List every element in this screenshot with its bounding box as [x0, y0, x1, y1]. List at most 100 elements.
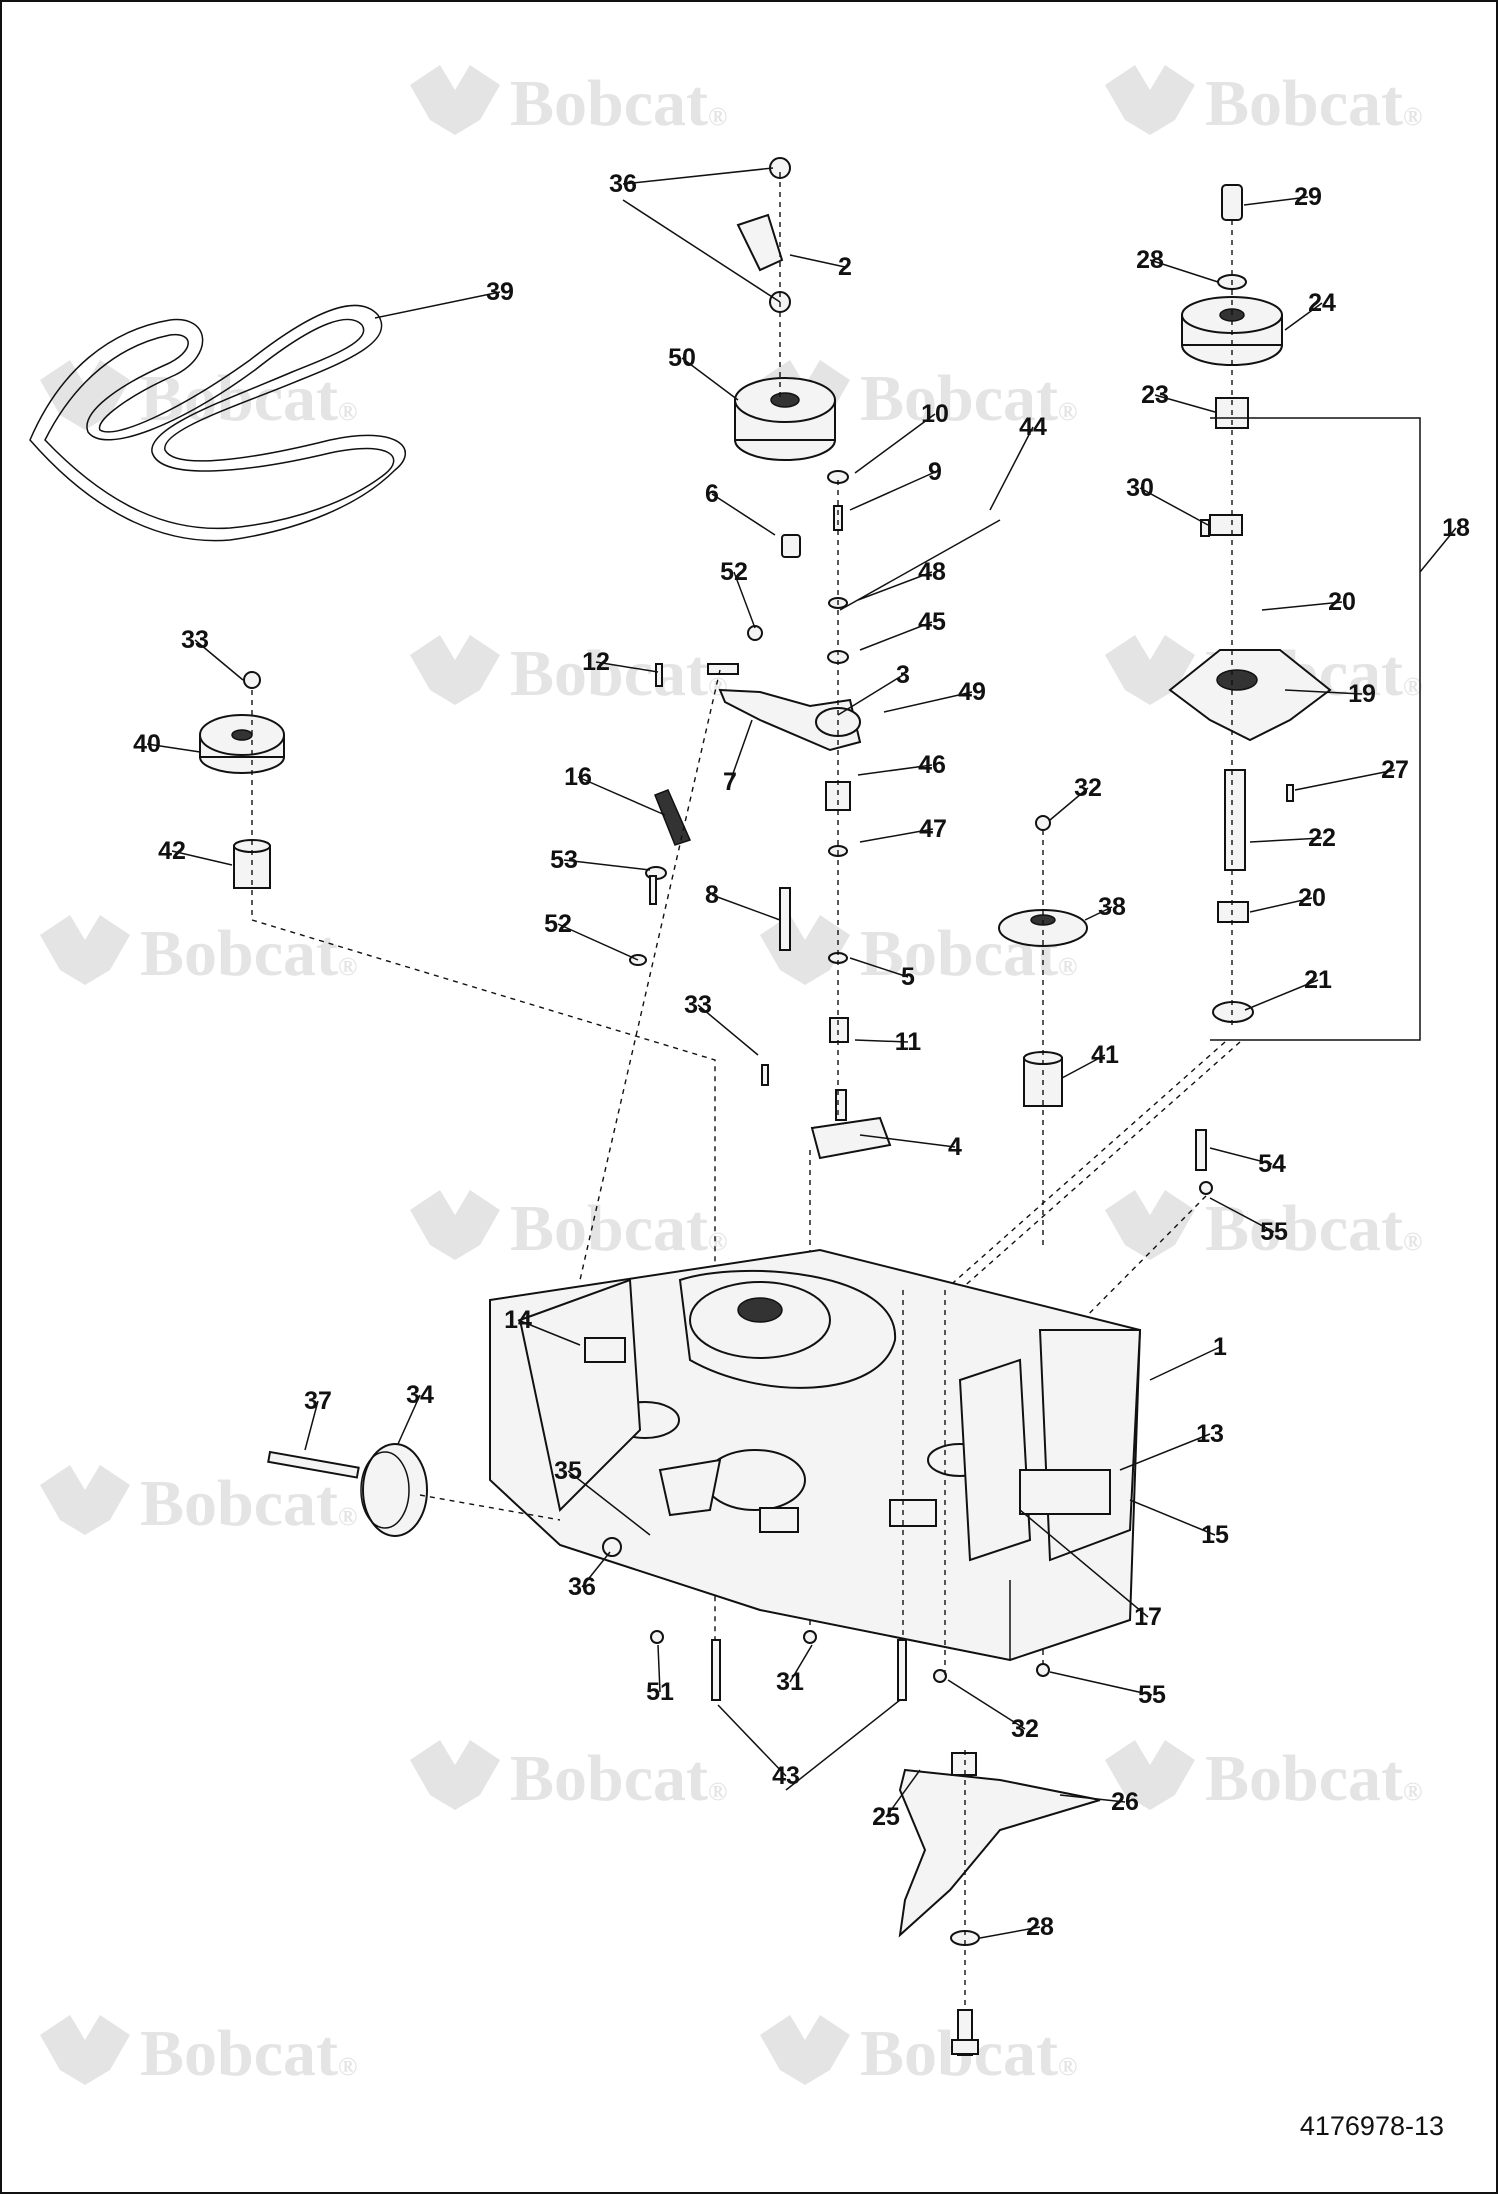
drive-belt: [29, 304, 406, 542]
callout-leader-line: [1149, 1346, 1221, 1381]
callout-leader-line: [789, 1644, 813, 1683]
callout-leader-line: [194, 639, 244, 681]
callout-leader-line: [717, 1704, 787, 1777]
blade-assembly: [898, 1750, 1101, 2056]
callout-leader-line: [1019, 1509, 1149, 1618]
callout-leader-line: [711, 894, 781, 921]
mower-deck: [489, 1248, 1142, 1662]
callout-label: 3: [896, 661, 910, 689]
bobcat-logo-icon: [40, 915, 130, 985]
callout-leader-line: [1049, 787, 1089, 821]
callout-leader-line: [1059, 1794, 1126, 1803]
bobcat-logo-icon: [410, 65, 500, 135]
left-idler-stack: [199, 671, 716, 1640]
callout-label: 36: [568, 1573, 596, 1601]
callout-leader-line: [837, 674, 904, 716]
callout-leader-line: [1149, 259, 1219, 283]
callout-label: 7: [723, 768, 737, 796]
callout-leader-line: [1243, 196, 1309, 206]
watermark-text: Bobcat®: [510, 1742, 727, 1815]
callout-label: 37: [304, 1387, 332, 1415]
callout-label: 33: [181, 626, 209, 654]
callout-label: 1: [1213, 1333, 1227, 1361]
callout-label: 44: [1019, 413, 1047, 441]
callout-label: 42: [158, 837, 186, 865]
callout-label: 14: [504, 1306, 532, 1334]
callout-leader-line: [1419, 527, 1457, 573]
callout-leader-line: [1209, 1197, 1275, 1233]
callout-leader-line: [885, 1769, 921, 1818]
callout-leader-line: [859, 828, 934, 843]
callout-leader-line: [1249, 837, 1323, 843]
callout-label: 33: [684, 991, 712, 1019]
bobcat-watermarks: Bobcat® Bobcat® Bobcat® Bobcat® Bobcat® Bobca…: [40, 65, 1422, 2090]
callout-label: 35: [554, 1457, 582, 1485]
callout-leader-line: [374, 291, 501, 319]
callout-leader-line: [947, 1679, 1026, 1730]
callout-leader-line: [733, 571, 756, 629]
bobcat-logo-icon: [760, 915, 850, 985]
watermark-text: Bobcat®: [140, 917, 357, 990]
callout-label: 53: [550, 846, 578, 874]
callout-label: 10: [921, 400, 949, 428]
callout-leader-line: [839, 519, 1001, 611]
callout-label: 20: [1298, 884, 1326, 912]
callout-label: 29: [1294, 183, 1322, 211]
callout-leader-line: [622, 167, 774, 185]
callout-leader-line: [711, 493, 776, 536]
watermark-text: Bobcat®: [140, 2017, 357, 2090]
callout-leader-line: [1209, 1147, 1273, 1165]
callout-label: 16: [564, 763, 592, 791]
callout-label: 40: [133, 730, 161, 758]
bobcat-logo-icon: [410, 1740, 500, 1810]
callout-leader-line: [697, 1004, 759, 1056]
callout-label: 18: [1442, 514, 1470, 542]
callout-label: 45: [918, 608, 946, 636]
callout-label: 52: [720, 558, 748, 586]
callout-leader-line: [1284, 689, 1363, 695]
callout-leader-line: [1049, 1671, 1153, 1696]
callout-label: 23: [1141, 381, 1169, 409]
callout-label: 20: [1328, 588, 1356, 616]
lower-fasteners: [650, 1290, 1050, 1701]
watermark-text: Bobcat®: [1205, 67, 1422, 140]
callout-leader-line: [883, 691, 973, 713]
callout-leader-line: [567, 1470, 651, 1536]
callout-leader-line: [581, 1551, 611, 1588]
watermark-text: Bobcat®: [860, 362, 1077, 435]
callout-label: 54: [1258, 1150, 1286, 1178]
bobcat-logo-icon: [40, 2015, 130, 2085]
watermark-text: Bobcat®: [1205, 1192, 1422, 1265]
callout-leader-line: [1139, 487, 1209, 526]
watermark-text: Bobcat®: [1205, 1742, 1422, 1815]
callout-label: 25: [872, 1803, 900, 1831]
callout-leader-line: [681, 357, 739, 401]
callout-label: 49: [958, 678, 986, 706]
callout-leader-line: [1084, 906, 1113, 921]
callout-labels: 1234567891011121314151617181920202122232…: [133, 170, 1470, 1941]
callout-label: 4: [948, 1133, 962, 1161]
callout-label: 46: [918, 751, 946, 779]
callout-label: 55: [1138, 1681, 1166, 1709]
callout-leader-line: [517, 1319, 581, 1346]
spring-assembly: [579, 625, 763, 1281]
callout-label: 15: [1201, 1521, 1229, 1549]
callout-label: 31: [776, 1668, 804, 1696]
callout-label: 26: [1111, 1788, 1139, 1816]
callout-leader-line: [859, 1134, 956, 1148]
callout-label: 47: [919, 815, 947, 843]
callout-label: 41: [1091, 1041, 1119, 1069]
watermark-text: Bobcat®: [140, 1467, 357, 1540]
bobcat-logo-icon: [40, 360, 130, 430]
callout-label: 38: [1098, 893, 1126, 921]
callout-label: 48: [918, 558, 946, 586]
callout-label: 6: [705, 480, 719, 508]
bobcat-logo-icon: [40, 1465, 130, 1535]
callout-label: 17: [1134, 1603, 1162, 1631]
watermark-text: Bobcat®: [510, 1192, 727, 1265]
callout-label: 5: [901, 963, 915, 991]
callout-leader-line: [1129, 1499, 1216, 1536]
callout-leader-line: [1294, 769, 1396, 791]
